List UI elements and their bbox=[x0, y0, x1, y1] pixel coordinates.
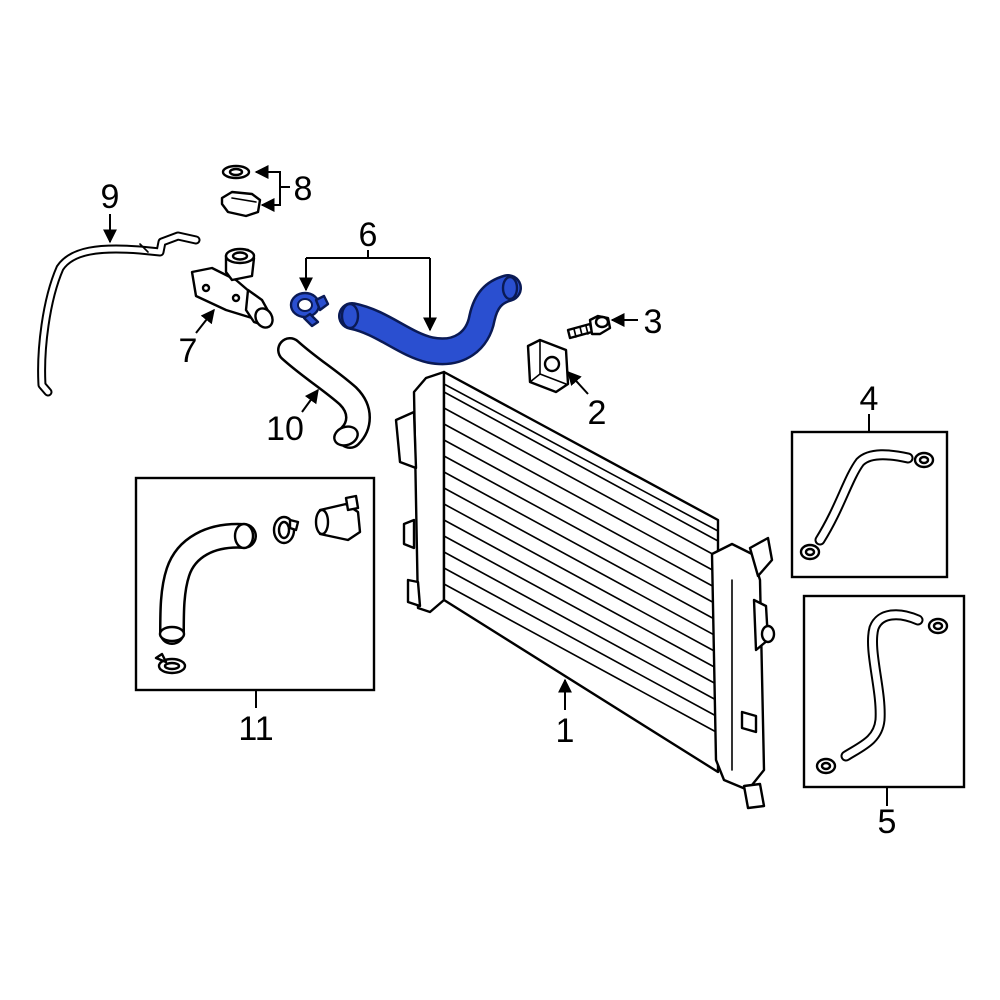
callout-7: 7 bbox=[179, 332, 198, 370]
callout-6: 6 bbox=[359, 216, 378, 254]
radiator-core-fins bbox=[443, 383, 719, 734]
callout-4: 4 bbox=[860, 380, 879, 418]
hose-4-part[interactable] bbox=[799, 449, 935, 561]
upper-radiator-hose-part[interactable] bbox=[338, 274, 522, 366]
hose-kit-box[interactable] bbox=[134, 476, 376, 692]
callout-1: 1 bbox=[556, 712, 575, 750]
filler-neck-part[interactable] bbox=[190, 247, 276, 331]
overflow-tube-part[interactable] bbox=[37, 231, 201, 397]
callout-11: 11 bbox=[238, 710, 273, 748]
leader-lines bbox=[103, 165, 888, 806]
callout-5: 5 bbox=[878, 803, 897, 841]
hose-5-box[interactable] bbox=[802, 594, 966, 789]
callout-10: 10 bbox=[266, 410, 304, 448]
callout-8: 8 bbox=[294, 170, 313, 208]
clamp-top-part[interactable] bbox=[272, 515, 300, 545]
hose-4-box[interactable] bbox=[790, 430, 949, 579]
radiator-part[interactable] bbox=[394, 370, 776, 810]
outlet-fitting-part[interactable] bbox=[314, 494, 362, 542]
radiator-cap-part[interactable] bbox=[220, 164, 262, 218]
bolt-part[interactable] bbox=[566, 314, 612, 340]
callout-2: 2 bbox=[588, 394, 607, 432]
hose-5-part[interactable] bbox=[815, 609, 949, 775]
hose-10-part[interactable] bbox=[277, 337, 371, 449]
bracket-part[interactable] bbox=[526, 338, 570, 394]
clamp-bottom-part[interactable] bbox=[154, 652, 187, 675]
callout-9: 9 bbox=[101, 178, 120, 216]
hose-clamp-part[interactable] bbox=[289, 291, 330, 328]
callout-3: 3 bbox=[644, 303, 663, 341]
hose-11-part[interactable] bbox=[158, 522, 257, 645]
callout-labels: 1 2 3 4 5 6 7 8 9 10 11 bbox=[101, 170, 897, 841]
